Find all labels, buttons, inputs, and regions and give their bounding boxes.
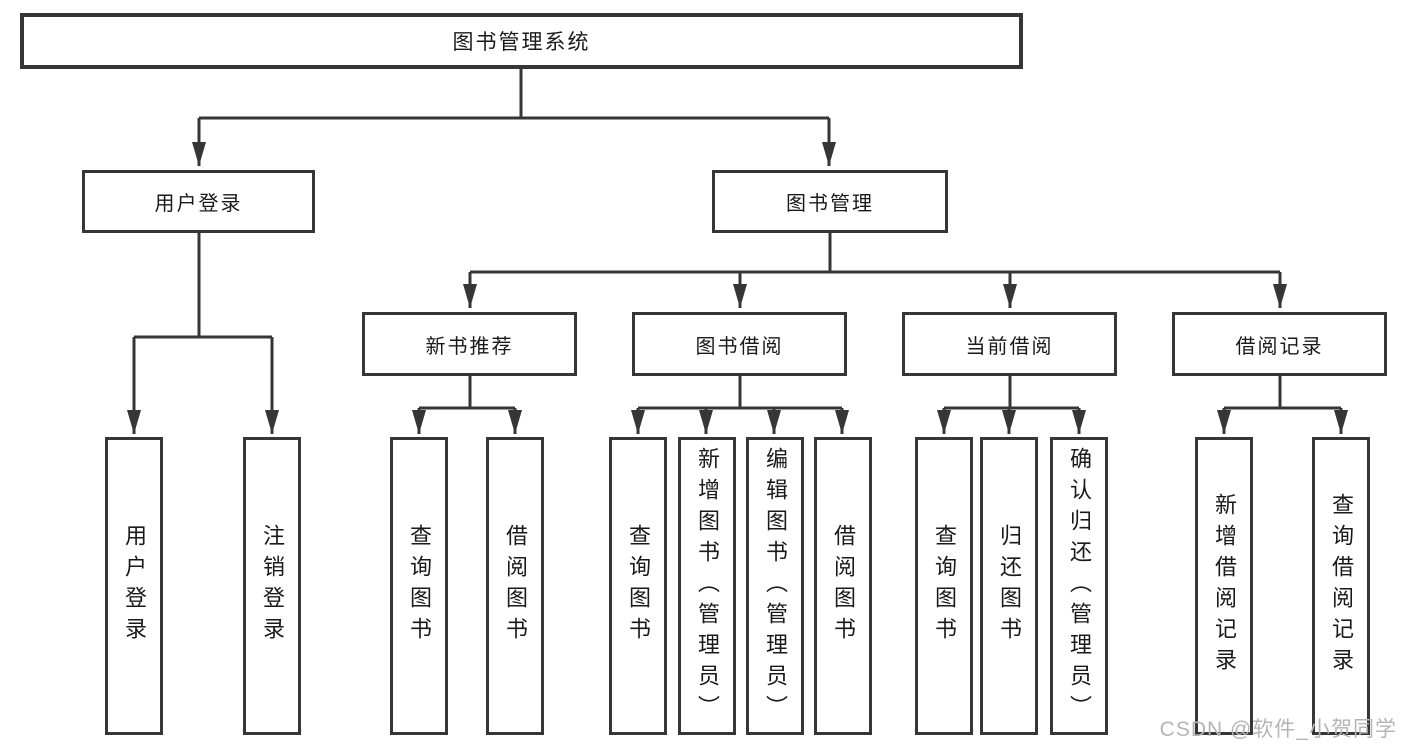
- leaf-logout-label: 注销登录: [260, 524, 285, 648]
- leaf-add-book-admin-label: 新增图书（管理员）: [695, 446, 720, 726]
- leaf-user-login-label: 用户登录: [122, 524, 147, 648]
- leaf-edit-book-admin-label: 编辑图书（管理员）: [763, 446, 788, 726]
- leaf-query-books-borrow: 查询图书: [609, 437, 667, 735]
- leaf-query-borrow-record: 查询借阅记录: [1312, 437, 1370, 735]
- leaf-add-book-admin: 新增图书（管理员）: [678, 437, 736, 735]
- leaf-edit-book-admin: 编辑图书（管理员）: [746, 437, 804, 735]
- leaf-borrow-books: 借阅图书: [814, 437, 872, 735]
- leaf-query-borrow-record-label: 查询借阅记录: [1329, 493, 1354, 679]
- leaf-borrow-books-label: 借阅图书: [831, 524, 856, 648]
- node-user-login: 用户登录: [82, 170, 315, 233]
- leaf-confirm-return-admin: 确认归还（管理员）: [1050, 437, 1108, 735]
- leaf-add-borrow-record: 新增借阅记录: [1195, 437, 1253, 735]
- leaf-query-books-current-label: 查询图书: [932, 524, 957, 648]
- node-borrow-records: 借阅记录: [1172, 312, 1387, 376]
- leaf-add-borrow-record-label: 新增借阅记录: [1212, 493, 1237, 679]
- leaf-user-login: 用户登录: [105, 437, 163, 735]
- leaf-return-books-label: 归还图书: [997, 524, 1022, 648]
- node-book-borrow: 图书借阅: [632, 312, 847, 376]
- watermark-text: CSDN @软件_小贺同学: [1159, 718, 1397, 741]
- leaf-borrow-books-recommend: 借阅图书: [486, 437, 544, 735]
- leaf-query-books-current: 查询图书: [915, 437, 973, 735]
- leaf-borrow-books-recommend-label: 借阅图书: [503, 524, 528, 648]
- leaf-return-books: 归还图书: [980, 437, 1038, 735]
- leaf-logout: 注销登录: [243, 437, 301, 735]
- node-current-borrow: 当前借阅: [902, 312, 1117, 376]
- node-book-management: 图书管理: [712, 170, 948, 233]
- leaf-query-books-recommend: 查询图书: [390, 437, 448, 735]
- leaf-confirm-return-admin-label: 确认归还（管理员）: [1067, 446, 1092, 726]
- node-new-book-recommend: 新书推荐: [362, 312, 577, 376]
- node-root: 图书管理系统: [20, 13, 1023, 69]
- leaf-query-books-borrow-label: 查询图书: [626, 524, 651, 648]
- leaf-query-books-recommend-label: 查询图书: [407, 524, 432, 648]
